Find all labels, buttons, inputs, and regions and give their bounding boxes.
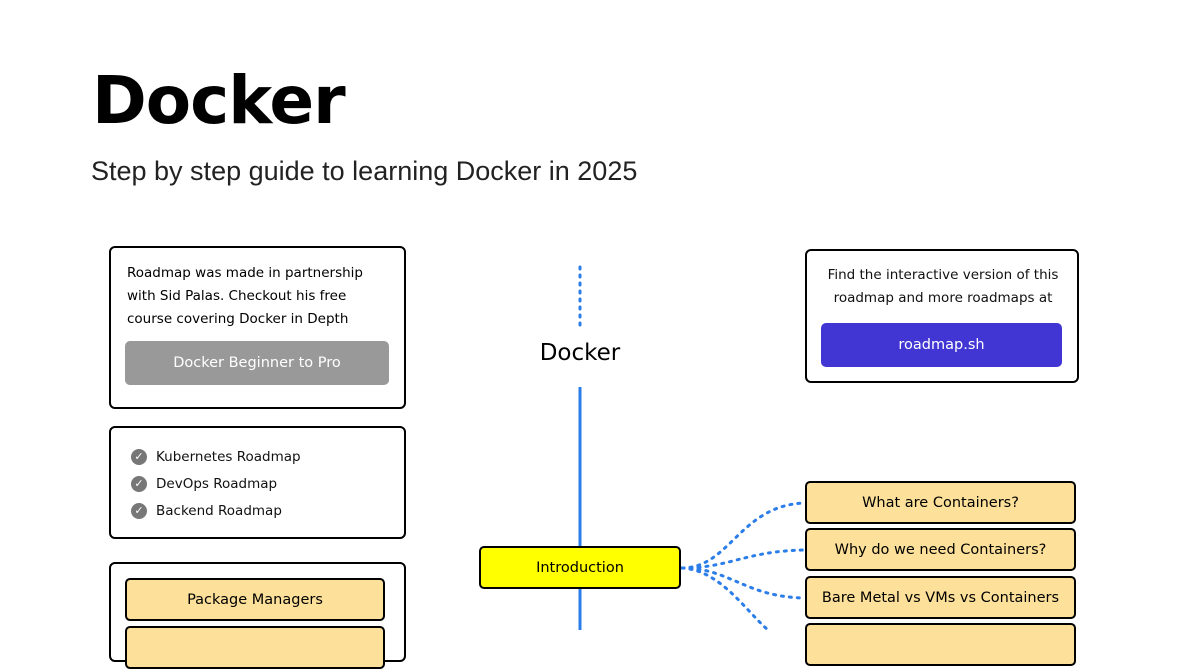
page-title: Docker (92, 62, 346, 139)
related-roadmap-kubernetes[interactable]: ✓ Kubernetes Roadmap (131, 443, 301, 470)
introduction-node[interactable]: Introduction (479, 546, 681, 589)
diagram-title: Docker (539, 340, 621, 366)
subtopic-partial (805, 623, 1076, 666)
related-roadmap-backend[interactable]: ✓ Backend Roadmap (131, 497, 301, 524)
check-circle-icon: ✓ (131, 475, 147, 492)
partner-card: Roadmap was made in partnership with Sid… (109, 246, 406, 409)
interactive-version-card: Find the interactive version of this roa… (805, 249, 1079, 383)
topic-package-managers[interactable]: Package Managers (125, 578, 385, 621)
related-roadmap-devops[interactable]: ✓ DevOps Roadmap (131, 470, 301, 497)
related-roadmap-label: DevOps Roadmap (156, 475, 278, 492)
side-topics-card: Package Managers (109, 562, 406, 669)
roadmap-sh-button[interactable]: roadmap.sh (821, 323, 1062, 367)
check-circle-icon: ✓ (131, 448, 147, 465)
related-roadmaps-card: ✓ Kubernetes Roadmap ✓ DevOps Roadmap ✓ … (109, 426, 406, 539)
partner-text: Roadmap was made in partnership with Sid… (127, 265, 363, 327)
subtopic-bare-metal-vms-containers[interactable]: Bare Metal vs VMs vs Containers (805, 576, 1076, 619)
page-subtitle: Step by step guide to learning Docker in… (91, 156, 638, 186)
related-roadmap-label: Backend Roadmap (156, 502, 282, 519)
course-button[interactable]: Docker Beginner to Pro (125, 341, 389, 385)
subtopic-what-are-containers[interactable]: What are Containers? (805, 481, 1076, 524)
topic-partial (125, 626, 385, 669)
check-circle-icon: ✓ (131, 502, 147, 519)
related-roadmap-label: Kubernetes Roadmap (156, 448, 301, 465)
subtopic-why-containers[interactable]: Why do we need Containers? (805, 528, 1076, 571)
interactive-text: Find the interactive version of this roa… (827, 267, 1059, 306)
